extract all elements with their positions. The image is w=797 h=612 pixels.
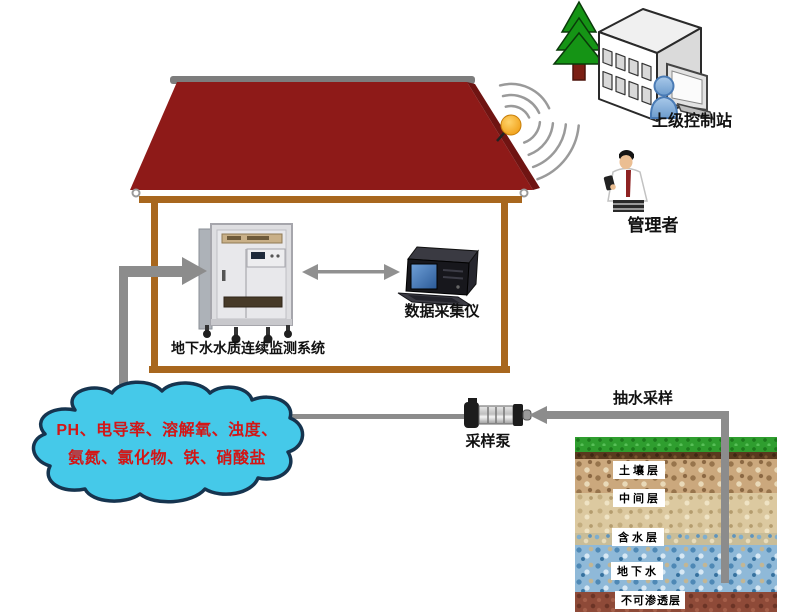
cabinet-collector-double-arrow: [302, 264, 400, 280]
station-monitor-icon: [666, 62, 715, 121]
manager-person-icon: [603, 150, 648, 212]
house-roof: [130, 76, 540, 198]
control-station-label: 上级控制站: [651, 113, 732, 130]
antenna-ball-icon: [500, 114, 522, 136]
sampling-pump-icon: [464, 398, 532, 428]
house-right-post: [501, 203, 508, 373]
soil-layer: [575, 459, 777, 493]
house-top-beam: [139, 196, 522, 203]
monitoring-cabinet: [198, 223, 293, 344]
cloud-to-pump-line: [274, 414, 467, 419]
topsoil-dark-layer: [575, 452, 777, 459]
roof-right-edge: [467, 82, 540, 190]
middle-layer: [575, 493, 777, 533]
wireless-antenna: [496, 82, 580, 181]
soil-cross-section: 土壤层 中间层 含水层 地下水 不可渗透层: [575, 437, 777, 612]
soil-layer-label: 土壤层: [613, 461, 665, 479]
arrowhead-into-pump: [529, 406, 547, 424]
antenna-stem: [496, 131, 506, 142]
data-collector-device: [397, 246, 479, 307]
aquifer-layer: [575, 533, 777, 545]
aquifer-layer-label: 含水层: [612, 528, 664, 546]
grass-layer: [575, 437, 777, 452]
gutter-hook-left-icon: [131, 188, 141, 198]
cloud-parameters-line2: 氨氮、氯化物、铁、硝酸盐: [67, 450, 266, 467]
house-bottom-beam: [149, 366, 510, 373]
cloud-to-cabinet-pipe: [119, 257, 207, 402]
control-station-building: [598, 8, 702, 122]
house-left-post: [151, 203, 158, 373]
operator-person-icon: [649, 75, 679, 119]
cloud-parameters-line1: PH、电导率、溶解氧、浊度、: [56, 422, 278, 439]
gutter-hook-right-icon: [519, 188, 529, 198]
groundwater-layer: [575, 545, 777, 592]
groundwater-layer-label: 地下水: [611, 562, 663, 580]
roof-panel: [130, 82, 533, 190]
parameters-cloud: [31, 380, 305, 504]
pump-sampling-label: 抽水采样: [612, 390, 673, 407]
sampling-pump-label: 采样泵: [465, 433, 511, 450]
middle-layer-label: 中间层: [613, 489, 665, 507]
impermeable-layer-label: 不可渗透层: [615, 591, 685, 609]
manager-label: 管理者: [627, 216, 679, 235]
building-windows: [602, 47, 652, 106]
monitoring-system-label: 地下水水质连续监测系统: [171, 340, 325, 356]
wifi-waves-icon: [498, 82, 580, 181]
data-collector-label: 数据采集仪: [404, 303, 480, 320]
roof-ridge-cap: [170, 76, 475, 84]
tree-icon: [552, 0, 606, 81]
arrowhead-into-cabinet: [182, 257, 207, 285]
